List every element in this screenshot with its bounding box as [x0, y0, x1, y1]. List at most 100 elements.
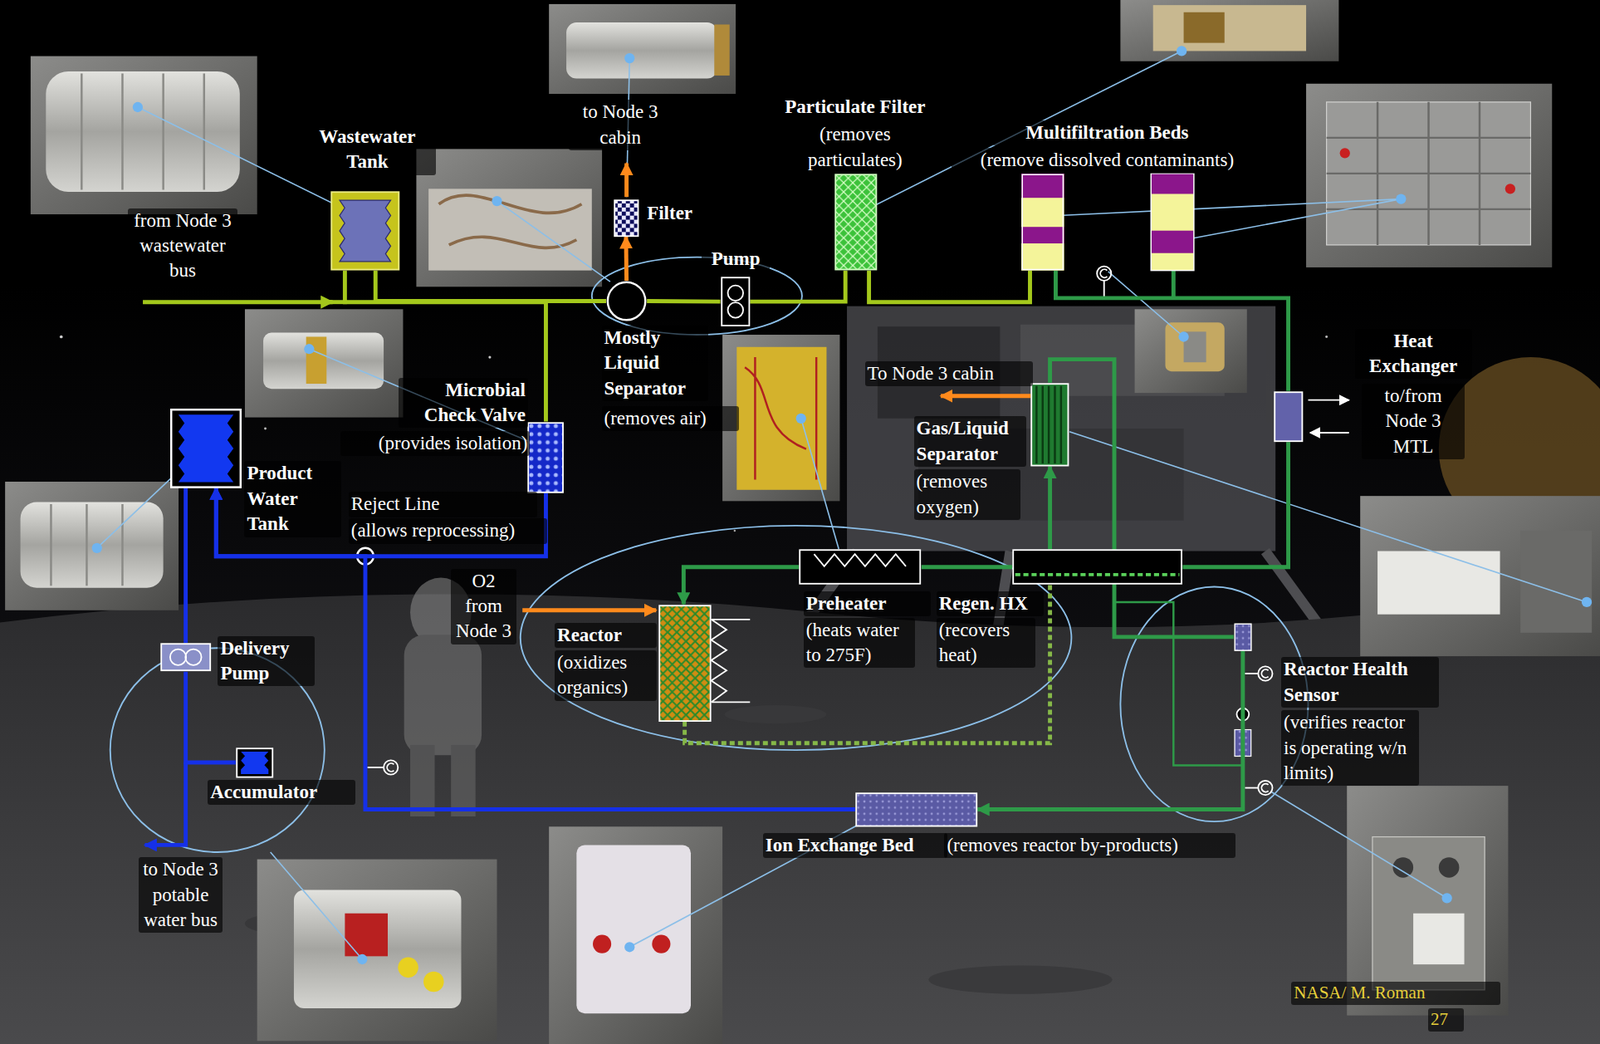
- grouping-ellipse: [1120, 587, 1308, 823]
- lunar-scene: [846, 306, 1276, 552]
- component-photo: [1372, 836, 1485, 990]
- component-node: Wastewater Tank: [330, 190, 401, 271]
- pipe-connector: [375, 270, 607, 302]
- component-photo: [1164, 322, 1224, 372]
- component-icon: [1021, 173, 1065, 271]
- component-photo: [714, 24, 730, 75]
- component-icon: [1030, 382, 1070, 467]
- component-photo: [1153, 4, 1307, 51]
- grouping-ellipse: [110, 257, 1309, 852]
- component-icon: [185, 649, 201, 666]
- component-photo: [566, 22, 718, 79]
- component-icon: [235, 747, 274, 778]
- leader-line: [1173, 199, 1401, 243]
- flow-label: to Node 3 cabin: [568, 99, 672, 151]
- component-icon: [1012, 549, 1182, 584]
- component-photo: [1360, 495, 1600, 656]
- component-photo: [415, 148, 602, 287]
- leader-dot: [357, 954, 367, 964]
- component-node: Reactor(oxidizes organics): [658, 604, 712, 722]
- leader-dot: [1581, 596, 1592, 607]
- component-photo: [244, 308, 403, 417]
- leader-line: [270, 851, 363, 960]
- pipe-connector: [1047, 466, 1052, 550]
- component-name: Reactor Health Sensor: [1281, 656, 1439, 708]
- flow-label: Reject Line: [348, 491, 538, 517]
- component-photo: [306, 336, 328, 384]
- component-name: Regen. HX: [936, 591, 1044, 617]
- leader-line: [497, 200, 611, 282]
- leader-dot: [796, 413, 807, 424]
- leader-dot: [1395, 193, 1406, 204]
- component-photo: [1340, 147, 1351, 158]
- grouping-ellipse: [592, 257, 803, 335]
- component-note: (recovers heat): [936, 617, 1036, 669]
- component-icon: [331, 191, 399, 270]
- component-icon: [236, 748, 273, 777]
- multifiltration-bed: [1150, 230, 1194, 254]
- component-icon: [161, 643, 211, 671]
- component-photo: [1135, 308, 1248, 393]
- multifiltration-bed: [1150, 173, 1194, 271]
- component-name: Microbial Check Valve: [398, 377, 529, 429]
- component-node: Preheater(heats water to 275F): [798, 548, 921, 585]
- component-name: Pump: [701, 246, 770, 272]
- component-photo: [4, 481, 179, 611]
- component-icon: [1047, 386, 1050, 464]
- component-icon: [1273, 391, 1304, 442]
- pipe-segment: [142, 163, 1350, 846]
- component-icon: [1015, 572, 1180, 577]
- leader-line: [97, 50, 1587, 960]
- component-icon: [727, 302, 744, 319]
- valve-symbol: [357, 548, 1252, 757]
- leader-dot: [132, 102, 143, 113]
- component-icon: [658, 604, 712, 722]
- component-photo: [263, 332, 384, 390]
- component-node: Mostly Liquid Separator(removes air): [606, 280, 647, 322]
- lunar-scene: [1325, 335, 1328, 338]
- gauge-symbol: [383, 759, 398, 774]
- component-photo: [548, 4, 736, 94]
- component-node: Heat Exchangerto/from Node 3 MTL: [1273, 391, 1304, 442]
- component-icon: [1021, 173, 1065, 271]
- component-icon: [1234, 623, 1252, 651]
- component-note: to/from Node 3 MTL: [1361, 383, 1465, 460]
- component-icon: [339, 200, 391, 262]
- credit-text: 27: [1428, 1007, 1464, 1032]
- pipe-segment: [1171, 270, 1176, 299]
- component-icon: [727, 285, 744, 302]
- lunar-scene: [450, 744, 475, 817]
- component-photo: [1326, 102, 1532, 245]
- component-icon: [1012, 548, 1183, 585]
- component-name: Mostly Liquid Separator: [601, 325, 710, 402]
- component-note: (provides isolation): [340, 430, 530, 456]
- component-photo: [415, 148, 602, 287]
- component-icon: [528, 422, 564, 493]
- component-photo: [1135, 308, 1248, 393]
- pipe-connector: [623, 236, 629, 281]
- component-photo: [257, 859, 498, 1042]
- component-node: Delivery Pump: [160, 642, 211, 671]
- credit-text: NASA/ M. Roman: [1291, 981, 1501, 1005]
- component-icon: [170, 649, 186, 666]
- pipe-connector: [869, 270, 1031, 303]
- component-icon: [170, 408, 242, 489]
- lunar-scene: [264, 427, 267, 431]
- component-photo: [45, 71, 240, 192]
- component-photo: [1505, 183, 1516, 194]
- leader-dot: [1178, 331, 1189, 342]
- leader-dot: [624, 941, 635, 952]
- component-name: Accumulator: [207, 779, 356, 805]
- component-icon: [720, 276, 751, 327]
- component-photo: [576, 844, 691, 1013]
- gauge-symbol: [1100, 269, 1107, 278]
- component-icon: [1021, 173, 1065, 198]
- component-name: Multifiltration Beds: [992, 120, 1222, 146]
- leader-dot: [303, 343, 314, 354]
- component-photo: [651, 934, 671, 954]
- pipe-segment: [1114, 601, 1243, 766]
- component-icon: [1022, 174, 1063, 270]
- component-photo: [1306, 83, 1552, 268]
